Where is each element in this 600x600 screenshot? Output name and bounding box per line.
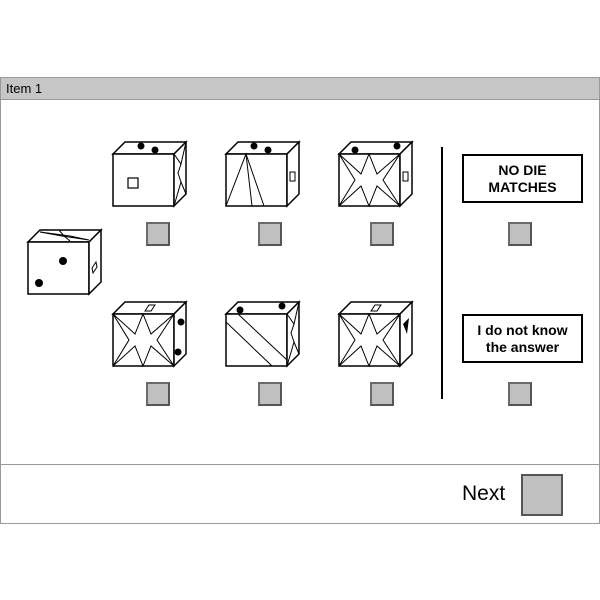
reference-die [26, 228, 106, 308]
no-match-line-2: MATCHES [488, 178, 557, 195]
window-title: Item 1 [1, 78, 599, 100]
option-checkbox-4[interactable] [146, 382, 170, 406]
option-checkbox-1[interactable] [146, 222, 170, 246]
option-die-1 [111, 140, 191, 220]
next-button[interactable] [521, 474, 563, 516]
dont-know-label: I do not know the answer [462, 314, 583, 363]
no-match-checkbox[interactable] [508, 222, 532, 246]
option-checkbox-5[interactable] [258, 382, 282, 406]
dont-know-checkbox[interactable] [508, 382, 532, 406]
next-label: Next [462, 482, 506, 505]
option-checkbox-2[interactable] [258, 222, 282, 246]
dont-know-line-1: I do not know [477, 321, 568, 338]
no-match-line-1: NO DIE [498, 161, 547, 178]
item-window: Item 1 [0, 77, 600, 524]
option-die-2 [224, 140, 304, 220]
vertical-divider [441, 147, 443, 399]
dont-know-line-2: the answer [485, 338, 560, 355]
option-die-5 [224, 300, 304, 380]
option-die-3 [337, 140, 417, 220]
option-checkbox-3[interactable] [370, 222, 394, 246]
no-die-matches-label: NO DIE MATCHES [462, 154, 583, 203]
option-checkbox-6[interactable] [370, 382, 394, 406]
option-die-4 [111, 300, 191, 380]
option-die-6 [337, 300, 417, 380]
footer-divider [1, 464, 599, 465]
